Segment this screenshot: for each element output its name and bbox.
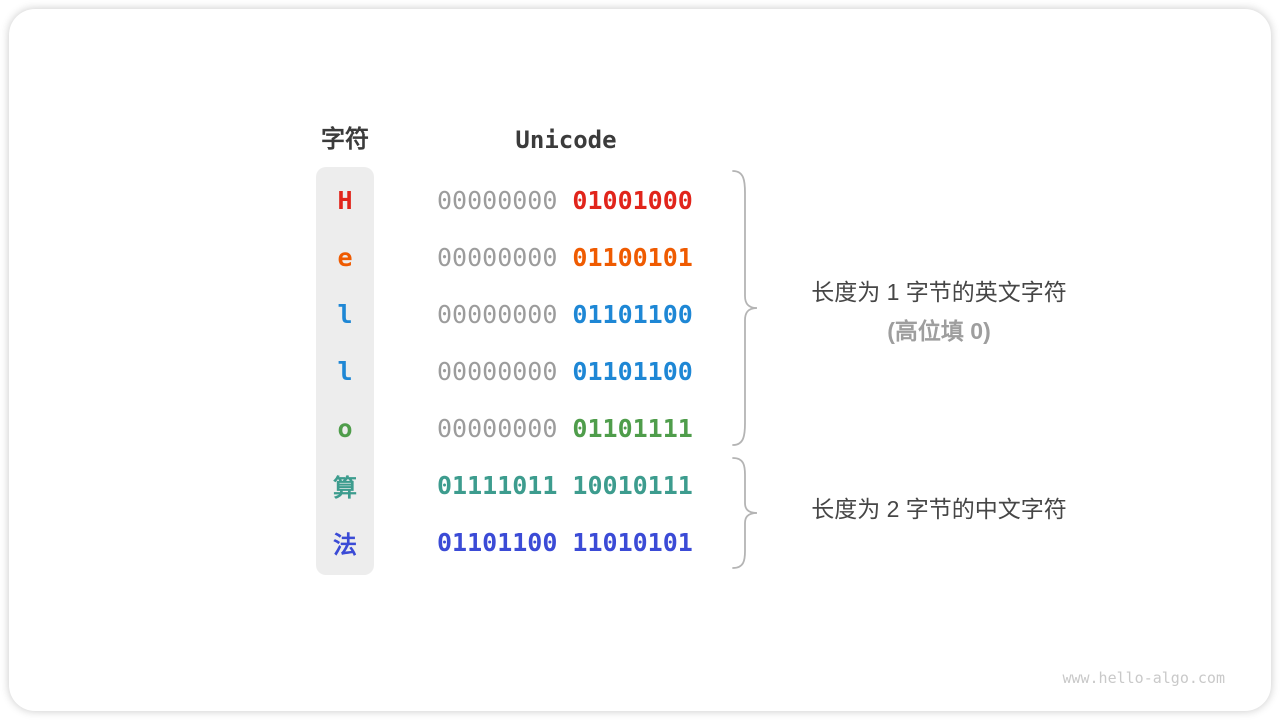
byte-low: 01101100 — [572, 357, 693, 386]
binary-cell: 00000000 01100101 — [437, 229, 693, 286]
annotation-line-muted: (高位填 0) — [887, 318, 991, 344]
annotation-1-byte: 长度为 1 字节的英文字符 (高位填 0) — [739, 273, 1139, 351]
char-cell: e — [337, 243, 353, 272]
char-cell: H — [337, 186, 353, 215]
encoding-row-suan: 算 01111011 10010111 — [9, 457, 1271, 514]
byte-high: 00000000 — [437, 300, 558, 329]
byte-high: 00000000 — [437, 186, 558, 215]
byte-high: 01111011 — [437, 471, 558, 500]
annotation-2-byte: 长度为 2 字节的中文字符 — [739, 490, 1139, 529]
encoding-row-e: e 00000000 01100101 — [9, 229, 1271, 286]
figure-card: 字符 Unicode H 00000000 01001000 e 00000000… — [9, 9, 1271, 711]
char-column-background — [316, 167, 374, 575]
curly-brace-1-byte — [732, 170, 758, 446]
byte-low: 01100101 — [572, 243, 693, 272]
binary-cell: 00000000 01101111 — [437, 400, 693, 457]
encoding-row-fa: 法 01101100 11010101 — [9, 514, 1271, 571]
binary-cell: 00000000 01001000 — [437, 172, 693, 229]
byte-low: 11010101 — [572, 528, 693, 557]
byte-low: 01101111 — [572, 414, 693, 443]
byte-low: 01001000 — [572, 186, 693, 215]
encoding-row-H: H 00000000 01001000 — [9, 172, 1271, 229]
char-cell: o — [337, 414, 353, 443]
encoding-row-o: o 00000000 01101111 — [9, 400, 1271, 457]
watermark: www.hello-algo.com — [1062, 669, 1225, 687]
byte-low: 01101100 — [572, 300, 693, 329]
byte-low: 10010111 — [572, 471, 693, 500]
binary-cell: 01101100 11010101 — [437, 514, 693, 571]
binary-cell: 00000000 01101100 — [437, 343, 693, 400]
column-header-char: 字符 — [321, 126, 369, 153]
encoding-row-l2: l 00000000 01101100 — [9, 343, 1271, 400]
byte-high: 00000000 — [437, 243, 558, 272]
binary-cell: 01111011 10010111 — [437, 457, 693, 514]
char-cell: l — [337, 357, 353, 386]
annotation-line: 长度为 1 字节的英文字符 — [811, 279, 1067, 305]
char-cell: 法 — [333, 532, 357, 559]
encoding-row-l1: l 00000000 01101100 — [9, 286, 1271, 343]
binary-cell: 00000000 01101100 — [437, 286, 693, 343]
byte-high: 01101100 — [437, 528, 558, 557]
char-cell: 算 — [333, 475, 357, 502]
curly-brace-2-byte — [732, 457, 758, 569]
char-cell: l — [337, 300, 353, 329]
column-header-unicode: Unicode — [515, 126, 617, 154]
byte-high: 00000000 — [437, 414, 558, 443]
byte-high: 00000000 — [437, 357, 558, 386]
annotation-line: 长度为 2 字节的中文字符 — [811, 496, 1067, 522]
